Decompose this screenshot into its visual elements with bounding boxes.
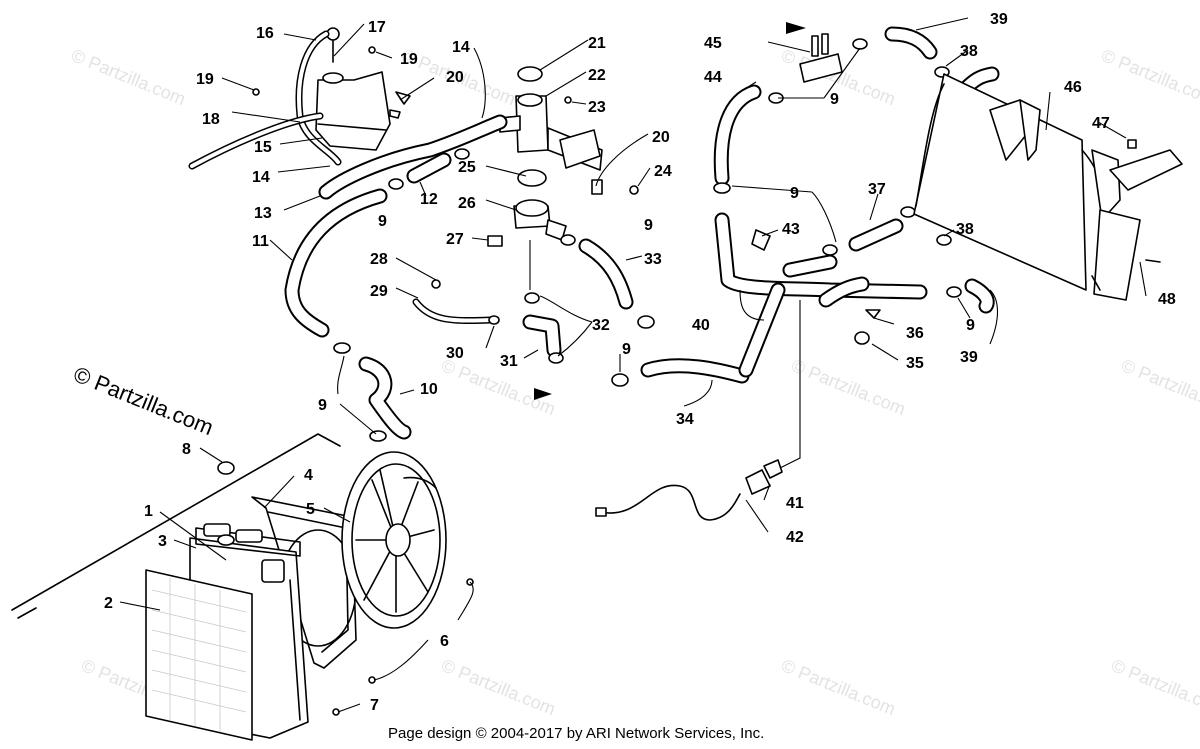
watermark: © Partzilla.com — [1119, 355, 1200, 419]
callout: 4 — [304, 467, 313, 484]
callout: 6 — [440, 633, 449, 650]
thermostat-housing — [487, 66, 639, 290]
callout: 24 — [654, 163, 672, 180]
callout: 20 — [446, 69, 464, 86]
watermark: © Partzilla.com — [779, 655, 899, 719]
callout: 1 — [144, 503, 153, 520]
callout: 38 — [956, 221, 974, 238]
callout-numbers: 1 2 3 4 5 6 7 8 9 9 9 9 9 9 9 10 11 12 1… — [104, 11, 1176, 714]
callout: 12 — [420, 191, 438, 208]
callout: 43 — [782, 221, 800, 238]
callout: 5 — [306, 501, 315, 518]
coolant-reservoir — [188, 27, 411, 170]
callout: 7 — [370, 697, 379, 714]
callout: 33 — [644, 251, 662, 268]
callout: 38 — [960, 43, 978, 60]
callout: 17 — [368, 19, 386, 36]
radiator-cap — [217, 461, 235, 475]
callout: 14 — [452, 39, 470, 56]
callout: 36 — [906, 325, 924, 342]
callout: 22 — [588, 67, 606, 84]
callout: 39 — [960, 349, 978, 366]
watermark: © Partzilla.com — [1099, 45, 1200, 109]
callout: 48 — [1158, 291, 1176, 308]
callout: 35 — [906, 355, 924, 372]
callout: 15 — [254, 139, 272, 156]
callout: 23 — [588, 99, 606, 116]
callout: 10 — [420, 381, 438, 398]
hose-clamps — [333, 38, 962, 442]
callout: 8 — [182, 441, 191, 458]
watermark: © Partzilla.com — [789, 355, 909, 419]
callout: 40 — [692, 317, 710, 334]
callout: 31 — [500, 353, 518, 370]
callout: 9 — [790, 185, 799, 202]
leader-lines — [119, 17, 1147, 713]
callout: 9 — [966, 317, 975, 334]
callout: 9 — [830, 91, 839, 108]
callout: 9 — [378, 213, 387, 230]
callout: 19 — [196, 71, 214, 88]
callout: 29 — [370, 283, 388, 300]
watermark: © Partzilla.com — [69, 45, 189, 109]
callout: 9 — [644, 217, 653, 234]
watermark: © Partzilla.com — [439, 355, 559, 419]
callout: 25 — [458, 159, 476, 176]
callout: 2 — [104, 595, 113, 612]
callout: 30 — [446, 345, 464, 362]
callout: 34 — [676, 411, 694, 428]
callout: 19 — [400, 51, 418, 68]
callout: 3 — [158, 533, 167, 550]
callout: 39 — [990, 11, 1008, 28]
direction-arrows — [534, 22, 806, 400]
radiator-screen — [145, 569, 253, 741]
callout: 13 — [254, 205, 272, 222]
callout: 32 — [592, 317, 610, 334]
callout: 27 — [446, 231, 464, 248]
callout: 9 — [622, 341, 631, 358]
callout: 11 — [252, 233, 269, 250]
callout: 20 — [652, 129, 670, 146]
callout: 9 — [318, 397, 327, 414]
callout: 44 — [704, 69, 722, 86]
callout: 16 — [256, 25, 274, 42]
callout: 28 — [370, 251, 388, 268]
callout: 14 — [252, 169, 270, 186]
radiator-frame — [913, 73, 1183, 301]
callout: 42 — [786, 529, 804, 546]
callout: 45 — [704, 35, 722, 52]
temp-sensor-harness — [595, 300, 801, 521]
callout: 37 — [868, 181, 886, 198]
watermark-main: © Partzilla.com — [70, 361, 217, 440]
watermark: © Partzilla.com — [1109, 655, 1200, 719]
callout: 21 — [588, 35, 606, 52]
callout: 18 — [202, 111, 220, 128]
page-footer: Page design © 2004-2017 by ARI Network S… — [388, 725, 764, 742]
callout: 41 — [786, 495, 804, 512]
callout: 47 — [1092, 115, 1110, 132]
callout: 26 — [458, 195, 476, 212]
radiator-assembly — [11, 433, 474, 741]
callout: 46 — [1064, 79, 1082, 96]
watermark: © Partzilla.com — [439, 655, 559, 719]
